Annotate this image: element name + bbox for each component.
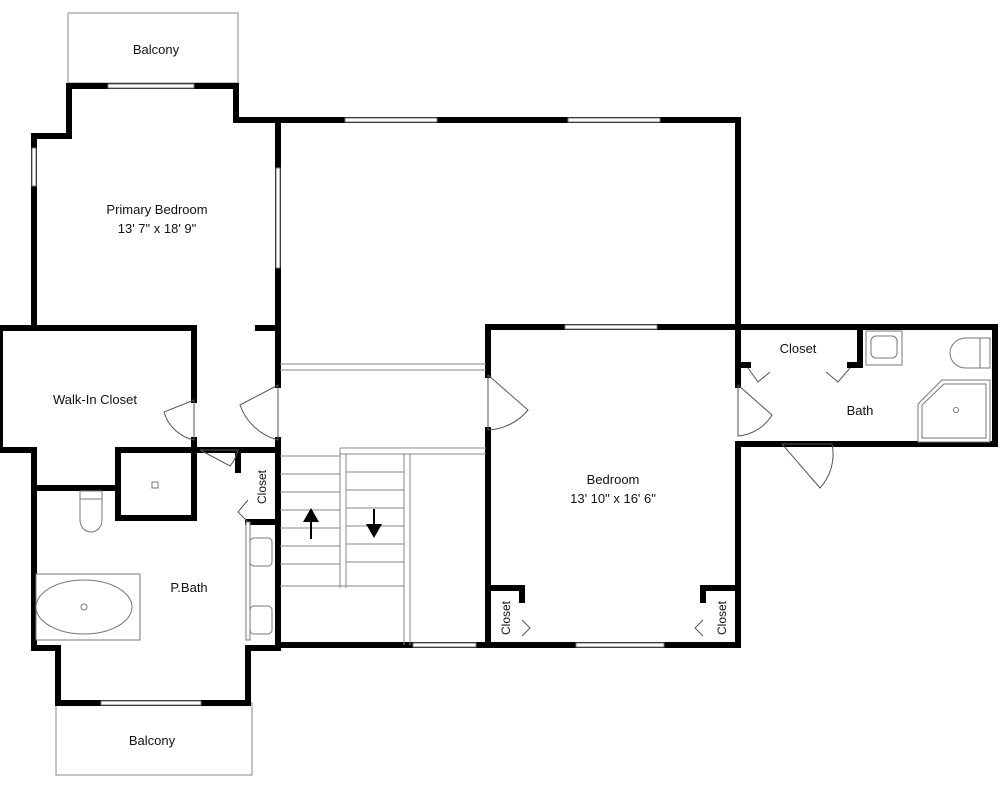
balcony-bottom-label: Balcony (129, 733, 176, 748)
closet-bedroom-right-label: Closet (715, 600, 729, 635)
bath-label: Bath (847, 403, 874, 418)
primary-bedroom-dims: 13' 7" x 18' 9" (118, 221, 197, 236)
windows (31, 83, 665, 706)
stair-up-arrow-icon (303, 508, 319, 539)
doors (163, 367, 851, 637)
walls (0, 83, 998, 706)
p-bath-label: P.Bath (170, 580, 207, 595)
stair-and-hall-lines (280, 363, 486, 645)
closet-bedroom-left-label: Closet (499, 600, 513, 635)
closet-small-label: Closet (255, 469, 269, 504)
walk-in-closet-label: Walk-In Closet (53, 392, 137, 407)
bathroom-fixtures (35, 330, 991, 641)
primary-bedroom-label: Primary Bedroom (106, 202, 207, 217)
balcony-bottom (55, 702, 253, 776)
stair-down-arrow-icon (366, 509, 382, 538)
balcony-top-label: Balcony (133, 42, 180, 57)
closet-east-label: Closet (780, 341, 817, 356)
bedroom-label: Bedroom (587, 472, 640, 487)
bedroom-dims: 13' 10" x 16' 6" (570, 491, 656, 506)
balcony-top (67, 12, 239, 84)
